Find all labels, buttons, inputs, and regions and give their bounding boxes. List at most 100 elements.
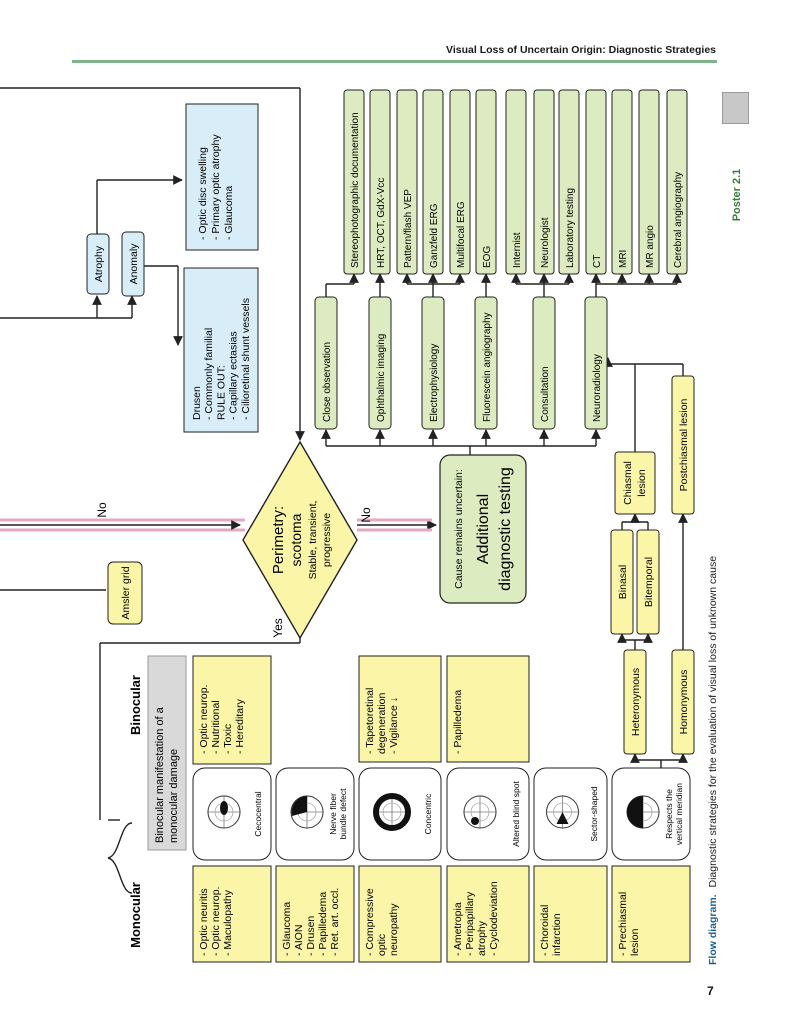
anomaly-label: Anomaly <box>128 243 140 285</box>
subtest-box-5-2 <box>638 89 660 275</box>
subtest-box-1-0 <box>369 89 391 275</box>
figure-caption: Flow diagram. Diagnostic strategies for … <box>707 556 719 965</box>
field-box-2 <box>358 767 442 861</box>
subtest-label-4-1: Neurologist <box>540 217 551 268</box>
no-top-label: No <box>95 502 109 518</box>
header-rule <box>72 60 717 63</box>
perimetry-line-0: Perimetry: <box>270 506 287 574</box>
subtest-box-2-2 <box>449 89 471 275</box>
cause-bino-2-0: - Tapetoretinal <box>364 688 376 754</box>
field-label-3: Altered blind spot <box>511 781 521 847</box>
blue1-line-0: - Optic disc swelling <box>197 147 209 240</box>
blue-box-optic <box>185 103 259 251</box>
field-box-3 <box>446 767 530 861</box>
subtest-label-4-2: Laboratory testing <box>565 188 576 268</box>
test-box-1 <box>368 296 392 430</box>
blue-box-optic-text: - Optic disc swelling- Primary optic atr… <box>197 134 235 240</box>
perimetry-diamond <box>242 440 358 640</box>
field-box-1 <box>275 767 355 861</box>
cause-box-mono-3 <box>446 865 530 963</box>
cause-box-mono-2 <box>358 865 442 963</box>
subtest-box-2-0 <box>396 89 418 275</box>
blue1-line-2: - Glaucoma <box>223 186 235 240</box>
amsler-box <box>107 561 143 625</box>
test-label-1: Ophthalmic imaging <box>376 334 387 422</box>
cause-mono-0-1: - Optic neurop. <box>210 887 222 956</box>
subtest-box-2-1 <box>422 89 444 275</box>
blue2-line-1: - Commonly familial <box>203 328 215 420</box>
monocular-label: Monocular <box>128 882 143 948</box>
no-right-label: No <box>359 507 373 523</box>
test-label-3: Fluorescein angiography <box>482 312 493 422</box>
hemi-box-bitemporal <box>636 529 660 635</box>
subtest-label-2-1: Ganzfeld ERG <box>429 203 440 268</box>
blue2-line-3: - Capillary ectasias <box>228 331 240 420</box>
binocular-note-line-1: monocular damage <box>168 749 180 843</box>
field-label-1-b: bundle defect <box>338 788 348 840</box>
blue1-line-1: - Primary optic atrophy <box>210 134 222 240</box>
perimetry-line-3: progressive <box>321 513 333 567</box>
cause-mono-5-1: lesion <box>629 928 641 956</box>
cause-mono-4-0: - Choroidal <box>539 905 551 956</box>
subtest-box-4-0 <box>505 89 527 275</box>
cause-mono-3-1: - Peripapillary <box>464 891 476 956</box>
subtest-label-2-0: Pattern/flash VEP <box>403 189 414 268</box>
cause-box-mono-1 <box>275 865 355 963</box>
hemi-label-heteronymous: Heteronymous <box>630 668 642 736</box>
hemi-label-bitemporal: Bitemporal <box>643 557 655 607</box>
anomaly-box <box>121 231 145 297</box>
test-box-5 <box>584 296 608 430</box>
cause-mono-1-4: - Ret. art. occl. <box>329 888 341 956</box>
caption-text: Diagnostic strategies for the evaluation… <box>707 556 719 888</box>
amsler-label: Amsler grid <box>120 566 132 619</box>
hemi-box-homonymous <box>671 649 695 755</box>
subtest-label-5-0: CT <box>592 255 603 268</box>
cause-mono-0-0: - Optic neuritis <box>198 888 210 956</box>
blue2-line-2: RULE OUT: <box>215 365 227 420</box>
cause-mono-0-2: - Maculopathy <box>222 889 234 956</box>
cause-mono-1-1: - AION <box>293 924 305 956</box>
cause-mono-2-1: optic <box>376 934 388 956</box>
test-box-4 <box>532 296 556 430</box>
hemi-box-chiasmal <box>614 451 656 515</box>
cause-box-mono-0 <box>192 865 272 963</box>
cause-mono-5-0: - Prechiasmal <box>617 892 629 956</box>
test-box-3 <box>474 296 498 430</box>
uncertain-small: Cause remains uncertain: <box>453 469 465 589</box>
hemi-label-postchiasmal: Postchiasmal lesion <box>678 398 690 491</box>
subtest-box-5-3 <box>666 89 688 275</box>
subtest-label-4-0: Internist <box>512 232 523 268</box>
cause-box-bino-3 <box>446 655 530 763</box>
uncertain-big1: Additional <box>475 494 492 564</box>
cause-mono-3-3: - Cyclodeviation <box>488 881 500 956</box>
cause-mono-3-2: atrophy <box>476 920 488 956</box>
cause-mono-1-3: - Papilledema <box>317 892 329 956</box>
cause-mono-4-1: infarction <box>551 913 563 956</box>
subtest-label-1-0: HRT, OCT, GdX-Vcc <box>376 178 387 268</box>
hemi-box-heteronymous <box>623 649 647 755</box>
subtest-box-0-0 <box>343 89 365 275</box>
field-box-4 <box>533 767 608 861</box>
poster-tab <box>722 92 749 124</box>
cause-bino-0-3: - Hereditary <box>234 698 246 754</box>
test-label-5: Neuroradiology <box>592 354 603 422</box>
subtest-box-4-2 <box>558 89 580 275</box>
field-box-5 <box>611 767 691 861</box>
subtest-box-4-1 <box>533 89 555 275</box>
cause-box-mono-5 <box>611 865 691 963</box>
subtest-label-5-1: MRI <box>618 250 629 268</box>
blue2-line-0: Drusen <box>191 386 203 420</box>
cause-box-mono-4 <box>533 865 608 963</box>
cause-bino-2-1: degeneration <box>376 693 388 754</box>
test-box-2 <box>421 296 445 430</box>
cause-box-bino-2 <box>358 655 442 763</box>
uncertain-box <box>439 454 527 604</box>
cause-bino-0-2: - Toxic <box>222 724 234 754</box>
field-box-0 <box>192 767 272 861</box>
subtest-box-5-1 <box>611 89 633 275</box>
cause-mono-3-0: - Ametropia <box>452 902 464 956</box>
subtest-label-5-3: Cerebral angiography <box>673 172 684 268</box>
test-label-4: Consultation <box>540 366 551 422</box>
